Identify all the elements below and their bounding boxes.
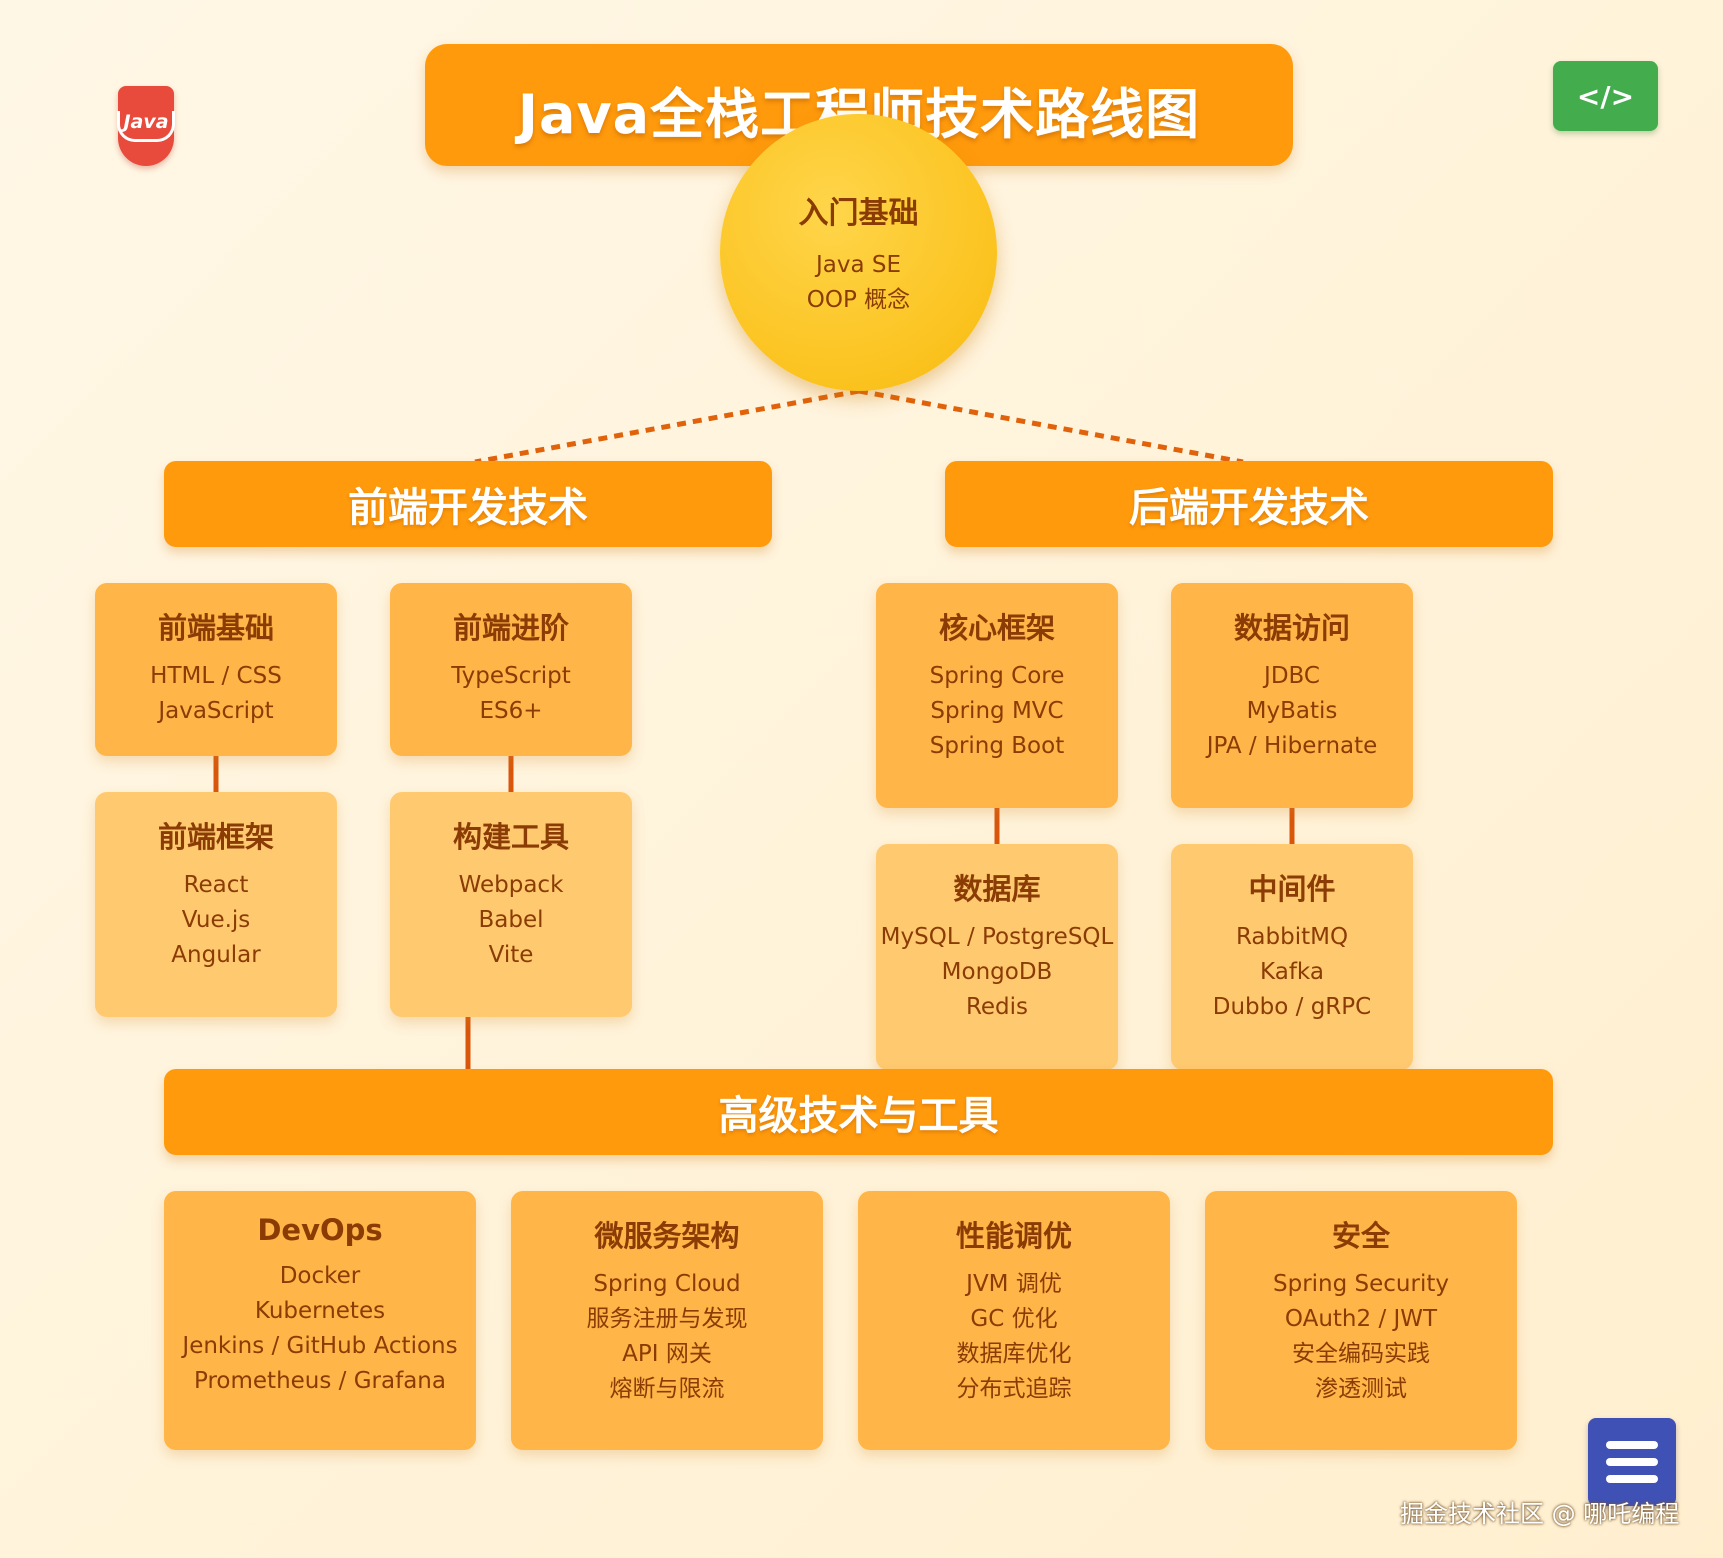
- card-item: React: [183, 872, 249, 898]
- card-item: 安全编码实践: [1292, 1341, 1430, 1367]
- frontend-header: 前端开发技术: [164, 461, 772, 547]
- card-item: Docker: [279, 1263, 361, 1289]
- card-item: JavaScript: [158, 698, 274, 724]
- card-performance-tuning: 性能调优 JVM 调优 GC 优化 数据库优化 分布式追踪: [858, 1191, 1170, 1450]
- card-item: 熔断与限流: [609, 1376, 725, 1402]
- card-frontend-advanced: 前端进阶 TypeScript ES6+: [390, 583, 632, 756]
- card-item: MyBatis: [1246, 698, 1338, 724]
- core-item: Java SE: [815, 251, 902, 278]
- card-item: HTML / CSS: [150, 663, 282, 689]
- card-title: 性能调优: [955, 1219, 1072, 1253]
- card-microservices: 微服务架构 Spring Cloud 服务注册与发现 API 网关 熔断与限流: [511, 1191, 823, 1450]
- card-item: Webpack: [458, 872, 564, 898]
- menu-bar: [1606, 1475, 1658, 1483]
- menu-bar: [1606, 1458, 1658, 1466]
- card-devops: DevOps Docker Kubernetes Jenkins / GitHu…: [164, 1191, 476, 1450]
- card-frontend-frameworks: 前端框架 React Vue.js Angular: [95, 792, 337, 1017]
- card-item: Spring Core: [929, 663, 1065, 689]
- java-logo-text: Java: [117, 110, 175, 142]
- advanced-header: 高级技术与工具: [164, 1069, 1553, 1155]
- card-item: JDBC: [1264, 663, 1320, 689]
- card-item: Babel: [478, 907, 544, 933]
- card-item: MySQL / PostgreSQL: [880, 924, 1114, 950]
- card-item: ES6+: [479, 698, 543, 724]
- card-item: API 网关: [622, 1341, 712, 1367]
- card-item: JVM 调优: [966, 1271, 1062, 1297]
- java-logo: Java: [117, 86, 175, 166]
- card-item: 数据库优化: [956, 1341, 1072, 1367]
- watermark: 掘金技术社区 @ 哪吒编程: [1400, 1500, 1680, 1528]
- card-item: JPA / Hibernate: [1206, 733, 1378, 759]
- card-title: 前端进阶: [452, 611, 569, 645]
- card-build-tools: 构建工具 Webpack Babel Vite: [390, 792, 632, 1017]
- dashed-connector-frontend: [474, 388, 860, 465]
- card-item: Jenkins / GitHub Actions: [182, 1333, 458, 1359]
- card-title: 微服务架构: [594, 1219, 740, 1253]
- card-item: RabbitMQ: [1235, 924, 1349, 950]
- card-data-access: 数据访问 JDBC MyBatis JPA / Hibernate: [1171, 583, 1413, 808]
- card-title: 安全: [1331, 1219, 1390, 1253]
- card-item: 分布式追踪: [956, 1376, 1072, 1402]
- core-basics-circle: 入门基础 Java SE OOP 概念: [720, 114, 997, 391]
- card-middleware: 中间件 RabbitMQ Kafka Dubbo / gRPC: [1171, 844, 1413, 1070]
- card-item: Vue.js: [181, 907, 251, 933]
- card-item: OAuth2 / JWT: [1284, 1306, 1438, 1332]
- card-title: 数据库: [953, 872, 1041, 906]
- card-title: 前端框架: [157, 820, 274, 854]
- card-title: 核心框架: [938, 611, 1055, 645]
- card-item: 渗透测试: [1315, 1376, 1407, 1402]
- card-title: 数据访问: [1233, 611, 1350, 645]
- dashed-connector-backend: [858, 388, 1244, 465]
- card-title: 构建工具: [452, 820, 569, 854]
- card-security: 安全 Spring Security OAuth2 / JWT 安全编码实践 渗…: [1205, 1191, 1517, 1450]
- card-item: Dubbo / gRPC: [1212, 994, 1372, 1020]
- card-item: GC 优化: [970, 1306, 1058, 1332]
- card-item: Spring Cloud: [593, 1271, 741, 1297]
- card-databases: 数据库 MySQL / PostgreSQL MongoDB Redis: [876, 844, 1118, 1070]
- card-item: Spring MVC: [930, 698, 1064, 724]
- card-title: 中间件: [1248, 872, 1336, 906]
- card-item: MongoDB: [941, 959, 1053, 985]
- card-title: DevOps: [257, 1213, 383, 1247]
- card-item: Kafka: [1260, 959, 1324, 985]
- card-item: Spring Security: [1273, 1271, 1449, 1297]
- card-item: Redis: [965, 994, 1029, 1020]
- card-item: Spring Boot: [929, 733, 1065, 759]
- core-item: OOP 概念: [806, 286, 911, 313]
- card-item: Kubernetes: [254, 1298, 386, 1324]
- card-core-frameworks: 核心框架 Spring Core Spring MVC Spring Boot: [876, 583, 1118, 808]
- code-button[interactable]: </>: [1553, 61, 1658, 131]
- card-item: 服务注册与发现: [586, 1306, 748, 1332]
- menu-bar: [1606, 1441, 1658, 1449]
- card-frontend-basics: 前端基础 HTML / CSS JavaScript: [95, 583, 337, 756]
- card-item: Angular: [171, 942, 261, 968]
- core-heading: 入门基础: [798, 195, 919, 231]
- menu-button[interactable]: [1588, 1418, 1676, 1506]
- card-item: Prometheus / Grafana: [194, 1368, 446, 1394]
- card-title: 前端基础: [157, 611, 274, 645]
- card-item: Vite: [488, 942, 534, 968]
- backend-header: 后端开发技术: [945, 461, 1553, 547]
- card-item: TypeScript: [451, 663, 571, 689]
